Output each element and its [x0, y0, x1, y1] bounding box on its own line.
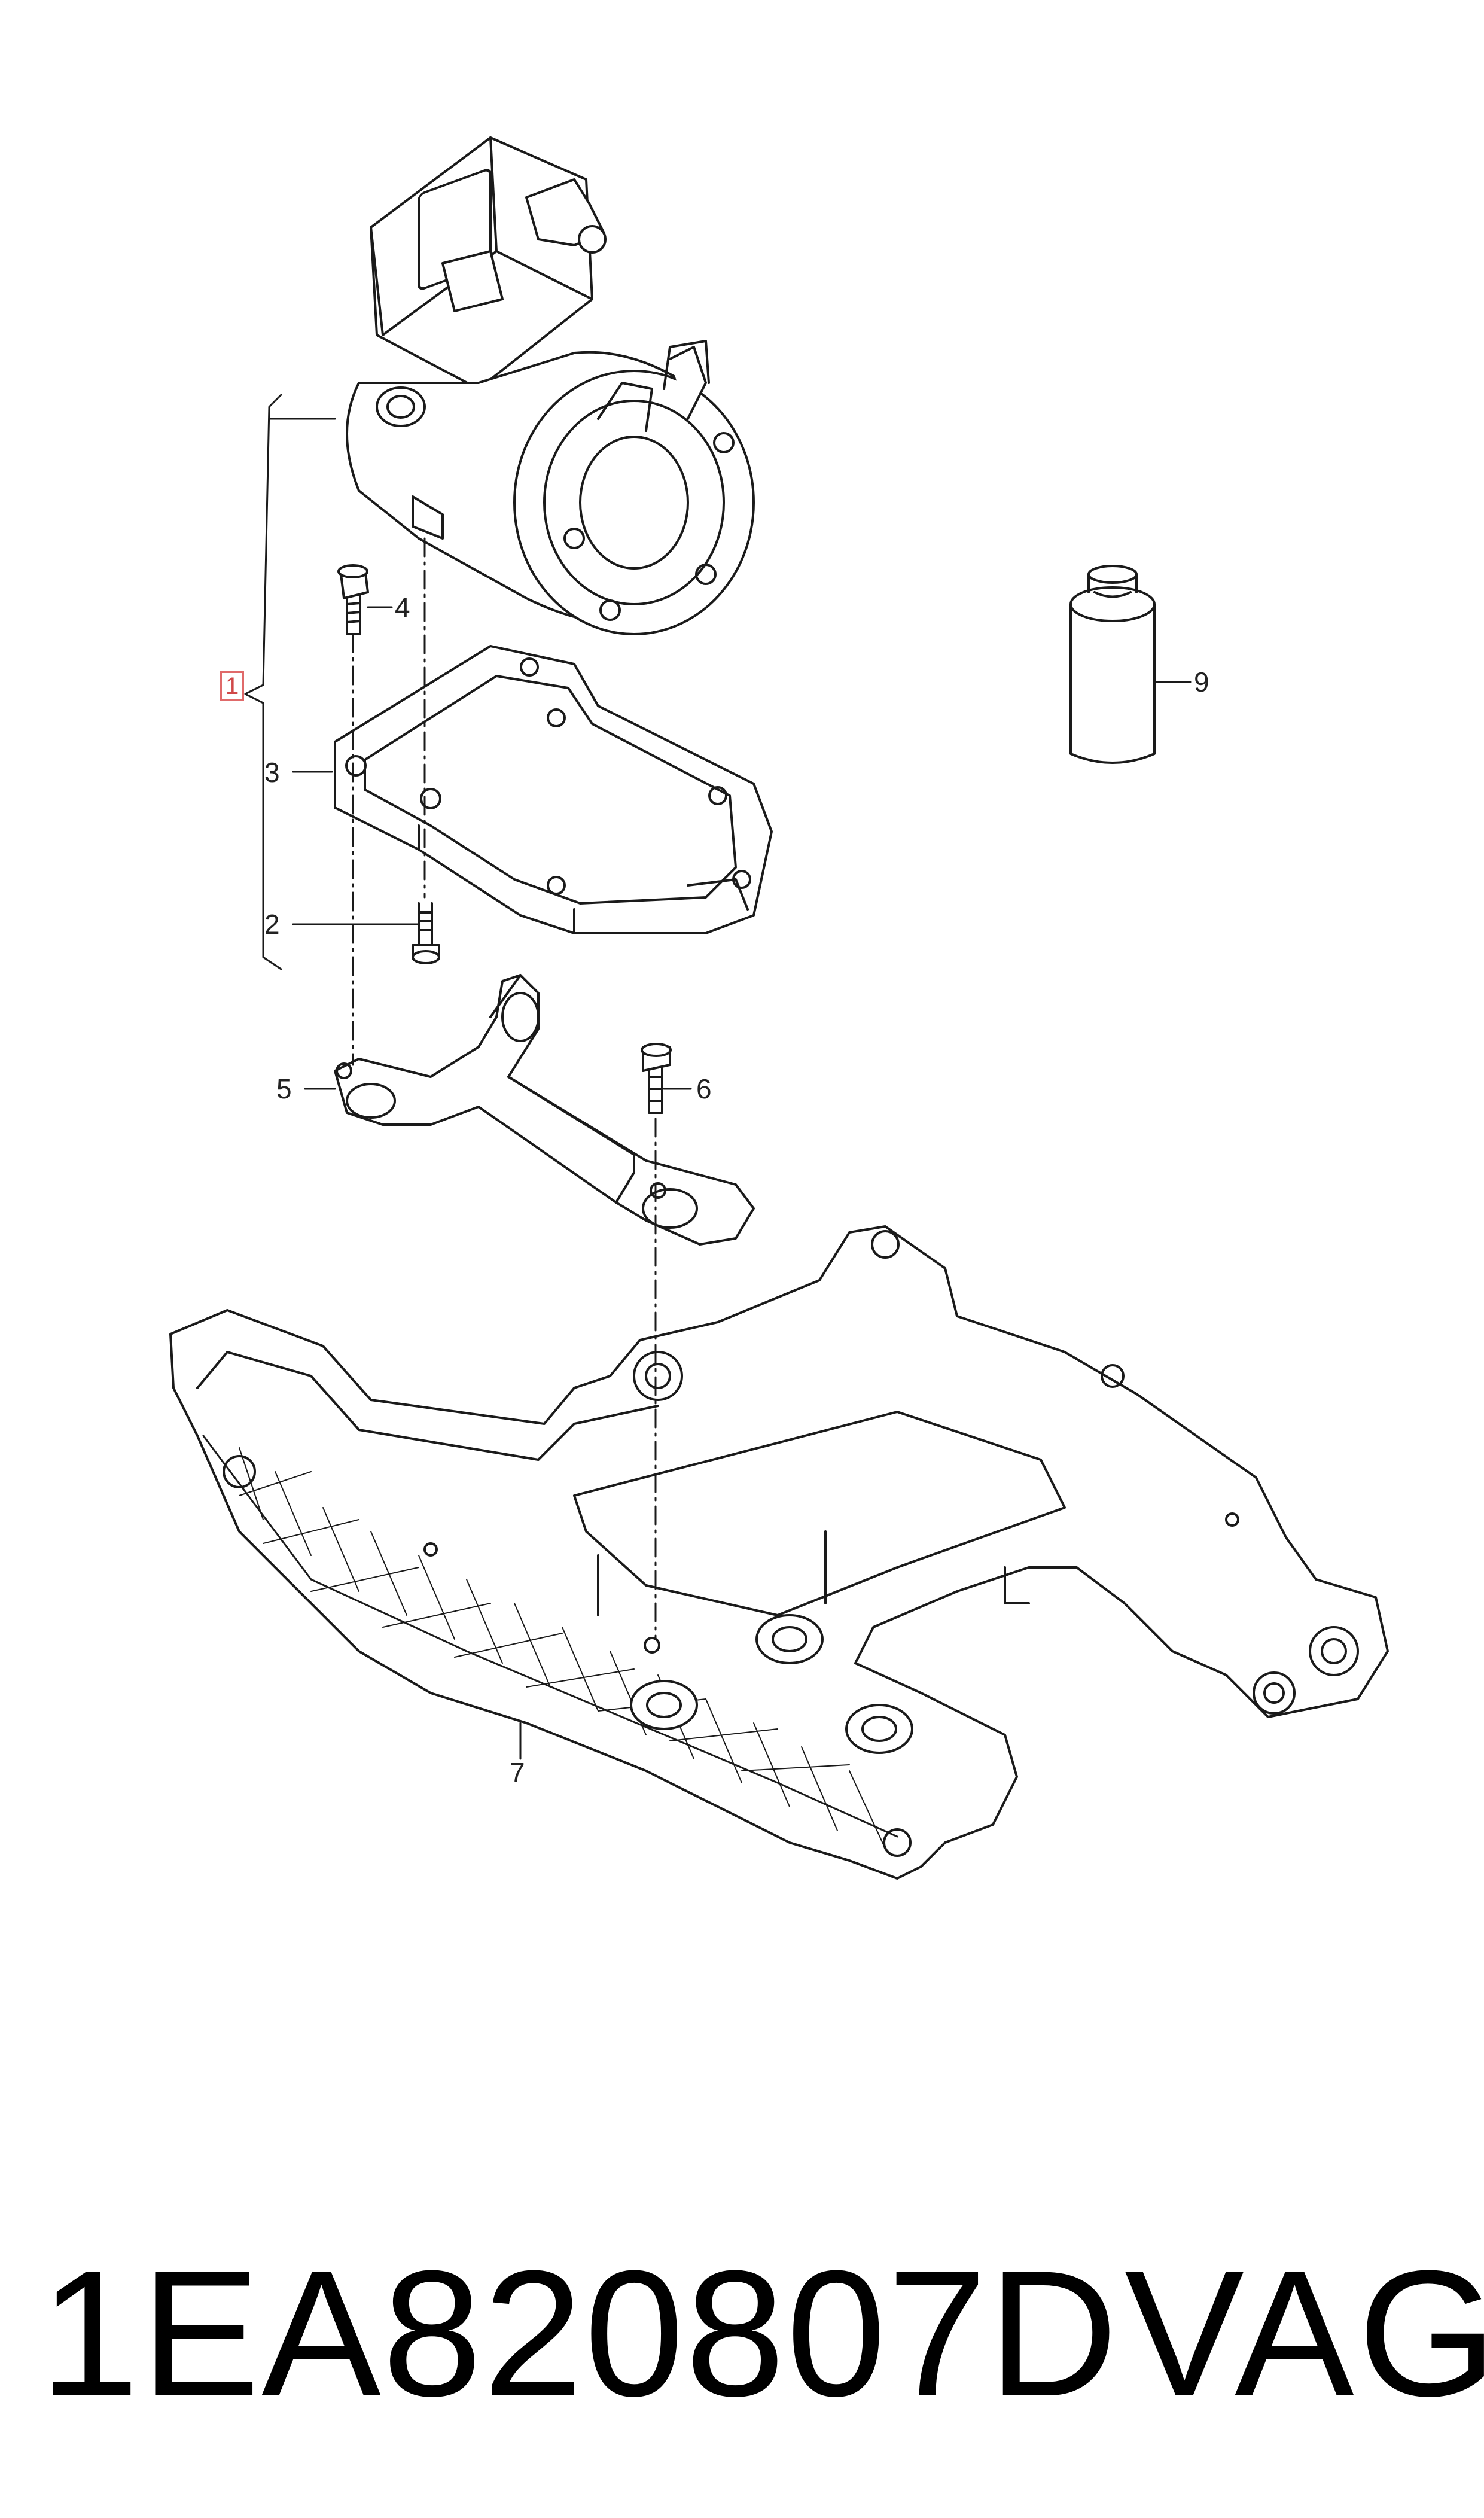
- bolt-4: [337, 564, 369, 635]
- exploded-parts-diagram: [169, 136, 1389, 1880]
- callout-6[interactable]: 6: [696, 1073, 712, 1104]
- callout-5[interactable]: 5: [276, 1073, 292, 1104]
- oil-bottle: [1069, 565, 1156, 764]
- group-bracket: [244, 394, 336, 970]
- mounting-plate: [334, 645, 773, 934]
- callout-2[interactable]: 2: [264, 909, 280, 940]
- callout-1[interactable]: 1: [220, 671, 245, 701]
- callout-4[interactable]: 4: [395, 592, 410, 623]
- callout-7[interactable]: 7: [510, 1757, 525, 1788]
- bolt-2: [412, 902, 440, 964]
- mounting-bracket: [334, 974, 755, 1246]
- leader-lines: [292, 606, 1192, 1760]
- bolt-6: [641, 1043, 672, 1114]
- alignment-lines: [352, 537, 657, 1640]
- brand-name: VAG: [1125, 2233, 1484, 2434]
- part-number: 1EA820807D: [39, 2233, 1119, 2434]
- callout-3[interactable]: 3: [264, 757, 280, 788]
- callout-9[interactable]: 9: [1194, 666, 1209, 698]
- subframe: [169, 1225, 1389, 1880]
- ac-compressor: [346, 136, 755, 635]
